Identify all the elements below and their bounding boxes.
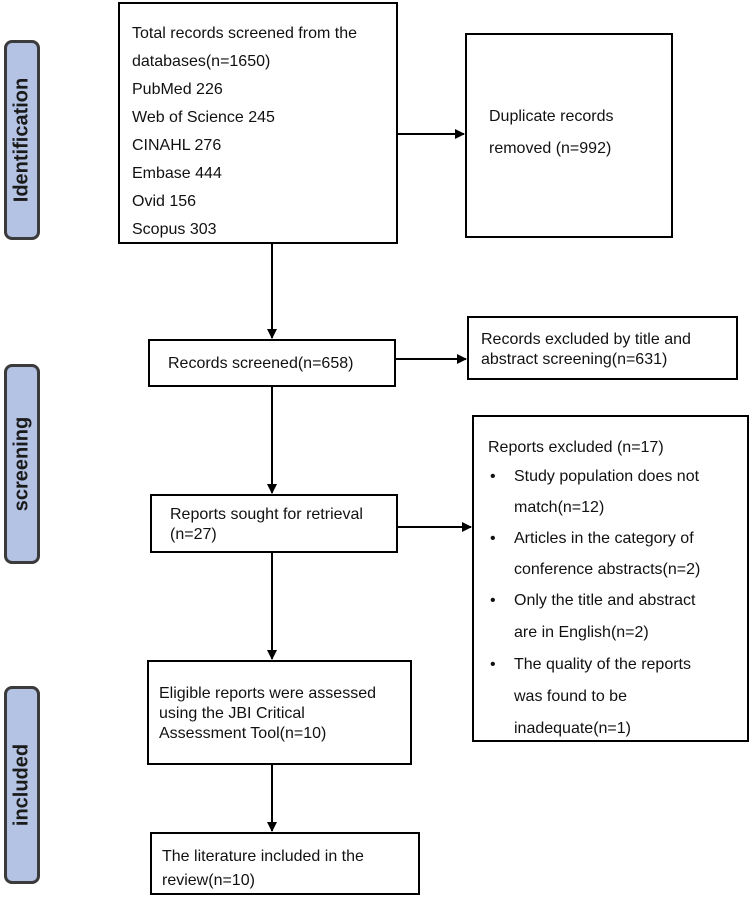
reports-excluded-heading: Reports excluded (n=17) [488,439,664,456]
excluded-title-line-2: abstract screening(n=631) [481,351,668,368]
eligible-reports-box: Eligible reports were assessed using the… [147,660,412,765]
screened-line-1: Records screened(n=658) [168,355,354,372]
reports-excluded-item-line: Only the title and abstract [514,592,696,609]
total-line-6: Embase 444 [132,165,222,182]
included-line-2: review(n=10) [162,872,255,889]
eligible-line-2: using the JBI Critical [159,705,305,722]
phase-screening: screening [4,364,40,564]
total-line-5: CINAHL 276 [132,137,222,154]
reports-excluded-item-line: Study population does not [514,468,700,485]
duplicates-line-1: Duplicate records [489,108,614,125]
reports-excluded-item-line: conference abstracts(n=2) [514,561,701,578]
reports-excluded-list: Study population does not match(n=12) Ar… [488,461,733,745]
reports-excluded-item: Only the title and abstract are in Engli… [488,585,733,649]
records-screened-box: Records screened(n=658) [148,339,396,387]
total-line-4: Web of Science 245 [132,109,275,126]
sought-line-1: Reports sought for retrieval [170,506,363,523]
reports-excluded-item-line: was found to be [514,688,627,705]
total-line-3: PubMed 226 [132,81,223,98]
reports-excluded-item-line: match(n=12) [514,499,605,516]
excluded-title-box: Records excluded by title and abstract s… [467,316,738,380]
total-line-2: databases(n=1650) [132,53,271,70]
reports-excluded-item: The quality of the reports was found to … [488,649,733,745]
reports-excluded-item-line: The quality of the reports [514,656,691,673]
duplicates-line-2: removed (n=992) [489,140,612,157]
reports-excluded-item: Articles in the category of conference a… [488,523,733,585]
excluded-title-line-1: Records excluded by title and [481,331,691,348]
reports-excluded-box: Reports excluded (n=17) Study population… [472,415,749,742]
included-literature-box: The literature included in the review(n=… [150,832,420,895]
total-line-8: Scopus 303 [132,221,217,238]
duplicates-box: Duplicate records removed (n=992) [465,33,673,238]
eligible-line-3: Assessment Tool(n=10) [159,725,327,742]
eligible-line-1: Eligible reports were assessed [159,685,376,702]
total-line-1: Total records screened from the [132,25,357,42]
phase-included: included [4,686,40,884]
reports-excluded-item-line: inadequate(n=1) [514,720,631,737]
phase-identification: Identification [4,40,40,240]
included-line-1: The literature included in the [162,848,364,865]
total-records-box: Total records screened from the database… [118,2,398,244]
reports-excluded-item: Study population does not match(n=12) [488,461,733,523]
total-line-7: Ovid 156 [132,193,197,210]
reports-sought-box: Reports sought for retrieval (n=27) [150,494,398,553]
reports-excluded-item-line: Articles in the category of [514,530,694,547]
reports-excluded-item-line: are in English(n=2) [514,624,649,641]
sought-line-2: (n=27) [170,526,217,543]
